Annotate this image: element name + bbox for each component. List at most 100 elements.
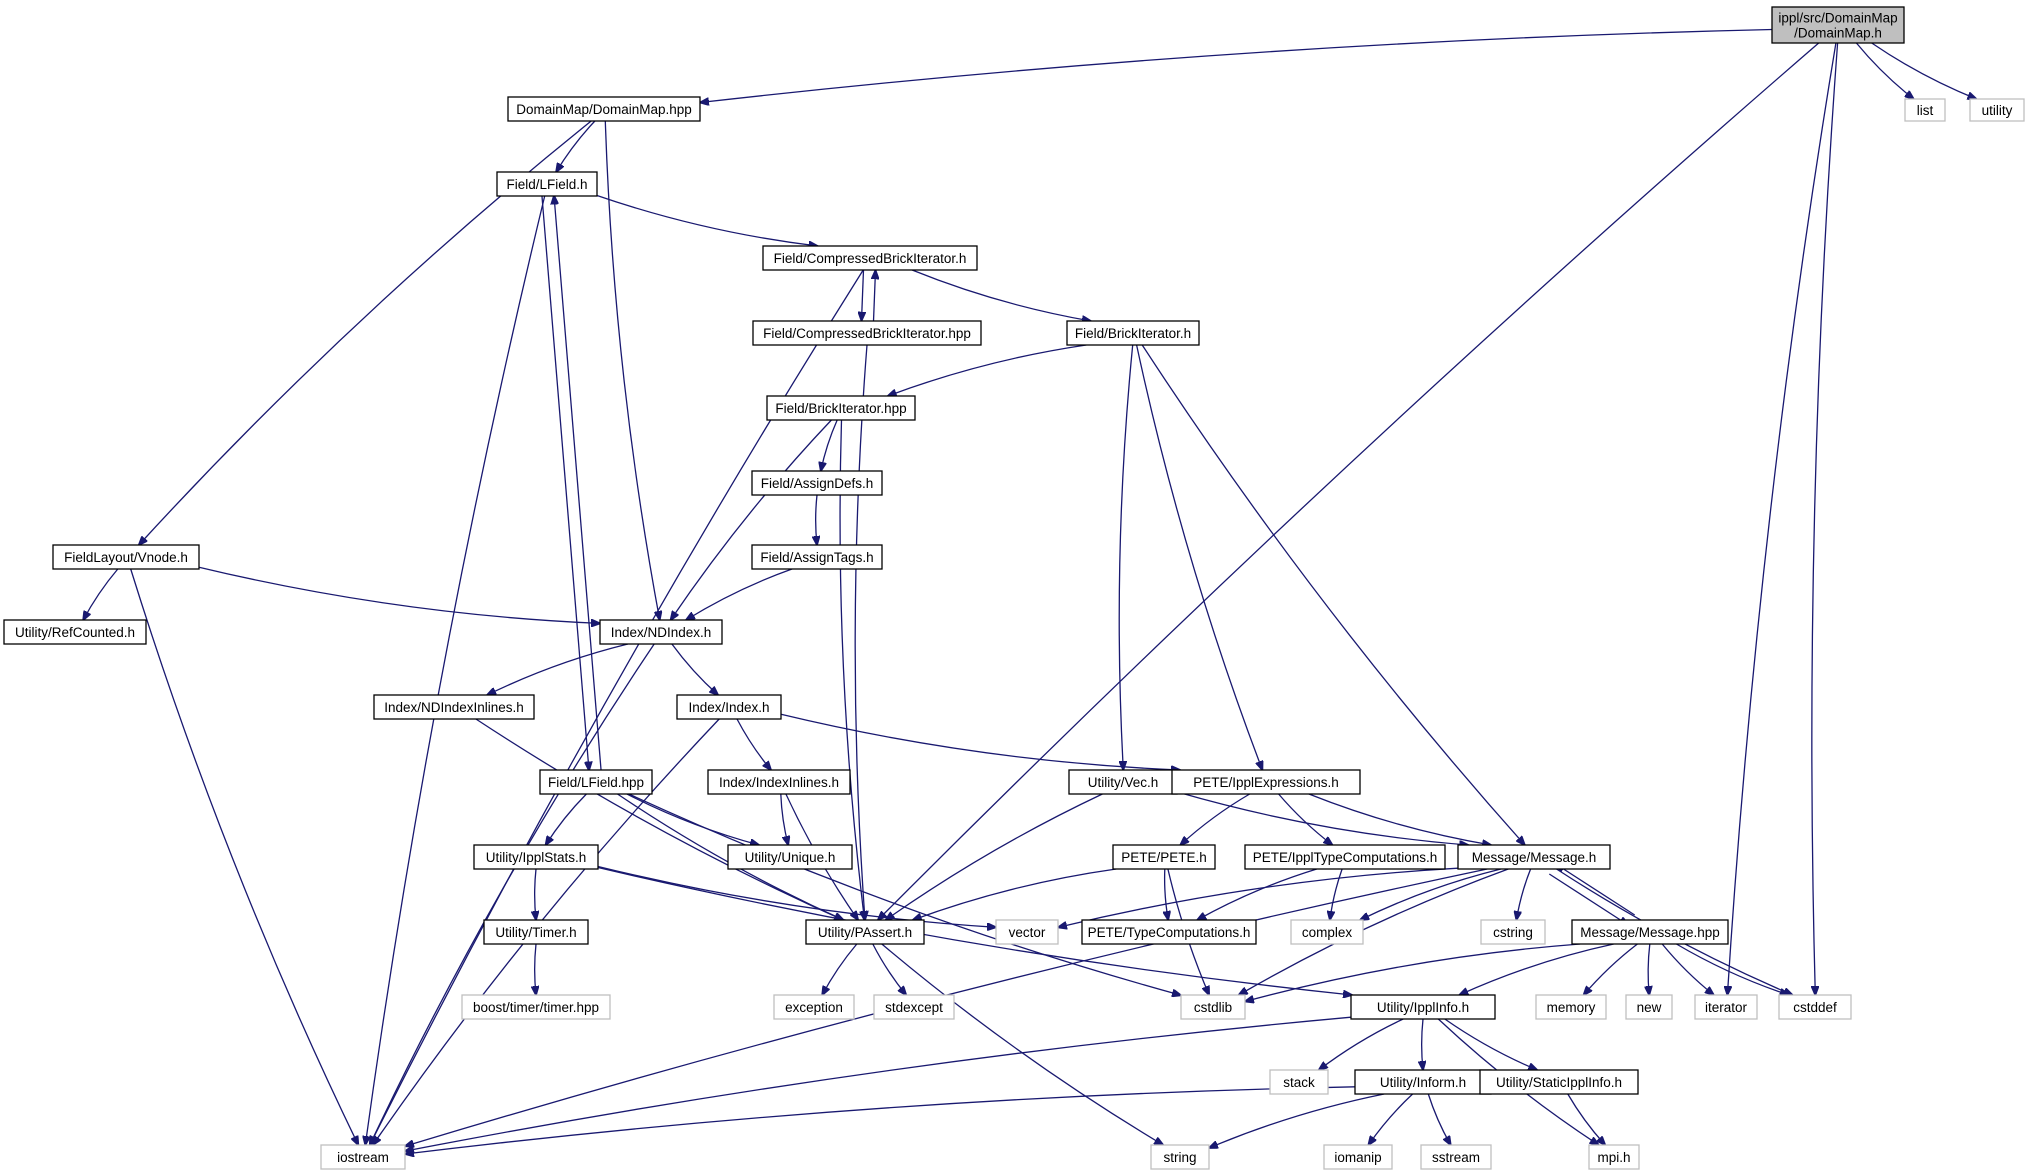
edge-pete-to-passert [913, 868, 1117, 920]
edge-cbi_h-to-iostream [370, 269, 864, 1145]
node-box-iomanip [1323, 1144, 1393, 1170]
node-index[interactable]: Index/Index.h [676, 694, 782, 720]
node-label-string: string [1163, 1150, 1196, 1165]
edge-message_h-to-cstdlib [1239, 868, 1509, 995]
node-label-utility: utility [1982, 103, 2013, 118]
edge-message_hpp-to-memory [1584, 943, 1638, 995]
node-domainmap_hpp[interactable]: DomainMap/DomainMap.hpp [507, 96, 701, 122]
node-box-complex [1290, 919, 1364, 945]
node-bi_hpp[interactable]: Field/BrickIterator.hpp [766, 395, 916, 421]
node-box-typecomp [1081, 919, 1257, 945]
node-assigndefs[interactable]: Field/AssignDefs.h [751, 470, 883, 496]
edge-ndindexinl-to-passert [475, 718, 843, 920]
node-cbi_h[interactable]: Field/CompressedBrickIterator.h [762, 245, 978, 271]
node-box-iterator [1694, 994, 1758, 1020]
node-passert[interactable]: Utility/PAssert.h [805, 919, 925, 945]
node-label-bi_h: Field/BrickIterator.h [1075, 326, 1191, 341]
node-complex: complex [1290, 919, 1364, 945]
node-inform[interactable]: Utility/Inform.h [1354, 1069, 1492, 1095]
node-ipplinfo[interactable]: Utility/IpplInfo.h [1350, 994, 1496, 1020]
node-label-memory: memory [1547, 1000, 1596, 1015]
node-label-index: Index/Index.h [688, 700, 769, 715]
node-box-message_h [1457, 844, 1611, 870]
node-cbi_hpp[interactable]: Field/CompressedBrickIterator.hpp [752, 320, 982, 346]
edge-ndindex-to-ndindexinl [487, 643, 629, 695]
node-pexpr[interactable]: PETE/IpplExpressions.h [1171, 769, 1361, 795]
node-label-vector: vector [1009, 925, 1046, 940]
node-label-staticippl: Utility/StaticIpplInfo.h [1496, 1075, 1622, 1090]
node-timer[interactable]: Utility/Timer.h [483, 919, 589, 945]
node-vec[interactable]: Utility/Vec.h [1068, 769, 1178, 795]
node-label-lfield_h: Field/LField.h [506, 177, 587, 192]
node-box-unique [727, 844, 853, 870]
edge-ipplstats-to-ipplinfo [597, 866, 1352, 996]
node-label-new: new [1637, 1000, 1662, 1015]
edge-cbi_hpp-to-cbi_h [874, 270, 876, 322]
node-label-iterator: iterator [1705, 1000, 1748, 1015]
node-lfield_h[interactable]: Field/LField.h [496, 171, 598, 197]
node-label-exception: exception [785, 1000, 843, 1015]
node-ipplstats[interactable]: Utility/IpplStats.h [473, 844, 599, 870]
edge-message_hpp-to-new [1648, 943, 1650, 995]
node-box-vector [995, 919, 1059, 945]
edge-root-to-list [1855, 42, 1913, 99]
edge-ptc-to-typecomp [1197, 868, 1317, 920]
edge-ndindex-to-index [671, 643, 718, 695]
node-vnode[interactable]: FieldLayout/Vnode.h [52, 544, 200, 570]
node-iomanip: iomanip [1323, 1144, 1393, 1170]
node-box-memory [1535, 994, 1607, 1020]
node-box-ipplstats [473, 844, 599, 870]
node-label-inform: Utility/Inform.h [1380, 1075, 1466, 1090]
edge-message_h-to-cstring [1516, 868, 1532, 920]
node-root[interactable]: ippl/src/DomainMap/DomainMap.h [1771, 6, 1905, 44]
node-assigntags[interactable]: Field/AssignTags.h [751, 544, 883, 570]
edge-pete-to-typecomp [1165, 868, 1169, 920]
node-box-pexpr [1171, 769, 1361, 795]
node-staticippl[interactable]: Utility/StaticIpplInfo.h [1479, 1069, 1639, 1095]
node-label-timer: Utility/Timer.h [495, 925, 576, 940]
node-refcounted[interactable]: Utility/RefCounted.h [3, 619, 147, 645]
edge-root-to-utility [1871, 42, 1977, 99]
node-unique[interactable]: Utility/Unique.h [727, 844, 853, 870]
edge-root-to-domainmap_hpp [700, 28, 1773, 103]
node-label-bi_hpp: Field/BrickIterator.hpp [775, 401, 906, 416]
edge-vec-to-message_h [1176, 791, 1468, 845]
node-box-boosttimer [461, 994, 611, 1020]
node-bi_h[interactable]: Field/BrickIterator.h [1066, 320, 1200, 346]
edge-bi_h-to-bi_hpp [888, 344, 1087, 396]
node-lfield_hpp[interactable]: Field/LField.hpp [539, 769, 653, 795]
node-box-ipplinfo [1350, 994, 1496, 1020]
edge-cbi_h-to-bi_h [911, 269, 1091, 321]
node-stack: stack [1269, 1069, 1329, 1095]
edge-message_h-to-message_hpp [1548, 873, 1628, 925]
edge-lfield_h-to-lfield_hpp [541, 196, 589, 771]
node-pete[interactable]: PETE/PETE.h [1112, 844, 1216, 870]
edge-message_hpp-to-message_h [1556, 864, 1636, 916]
node-ndindexinl[interactable]: Index/NDIndexInlines.h [373, 694, 535, 720]
edge-ipplinfo-to-inform [1422, 1018, 1423, 1070]
node-box-lfield_h [496, 171, 598, 197]
edge-pexpr-to-ptc [1278, 793, 1333, 845]
edge-domainmap_hpp-to-ndindex [604, 120, 659, 620]
node-label-assigntags: Field/AssignTags.h [760, 550, 873, 565]
edge-ndindex-to-iostream [370, 643, 655, 1145]
edge-lfield_hpp-to-unique [626, 793, 759, 845]
edge-inform-to-iostream [405, 1086, 1356, 1154]
node-label-complex: complex [1302, 925, 1353, 940]
edge-domainmap_hpp-to-lfield_h [556, 120, 596, 172]
node-box-cstring [1480, 919, 1546, 945]
node-box-index [676, 694, 782, 720]
node-exception: exception [773, 994, 855, 1020]
node-indexinl[interactable]: Index/IndexInlines.h [707, 769, 851, 795]
node-label-assigndefs: Field/AssignDefs.h [761, 476, 874, 491]
node-box-domainmap_hpp [507, 96, 701, 122]
node-message_h[interactable]: Message/Message.h [1457, 844, 1611, 870]
node-message_hpp[interactable]: Message/Message.hpp [1571, 919, 1729, 945]
node-ptc[interactable]: PETE/IpplTypeComputations.h [1244, 844, 1446, 870]
node-box-string [1150, 1144, 1210, 1170]
node-typecomp[interactable]: PETE/TypeComputations.h [1081, 919, 1257, 945]
node-label-stack: stack [1283, 1075, 1315, 1090]
edge-ipplinfo-to-stack [1319, 1018, 1404, 1070]
node-ndindex[interactable]: Index/NDIndex.h [599, 619, 723, 645]
